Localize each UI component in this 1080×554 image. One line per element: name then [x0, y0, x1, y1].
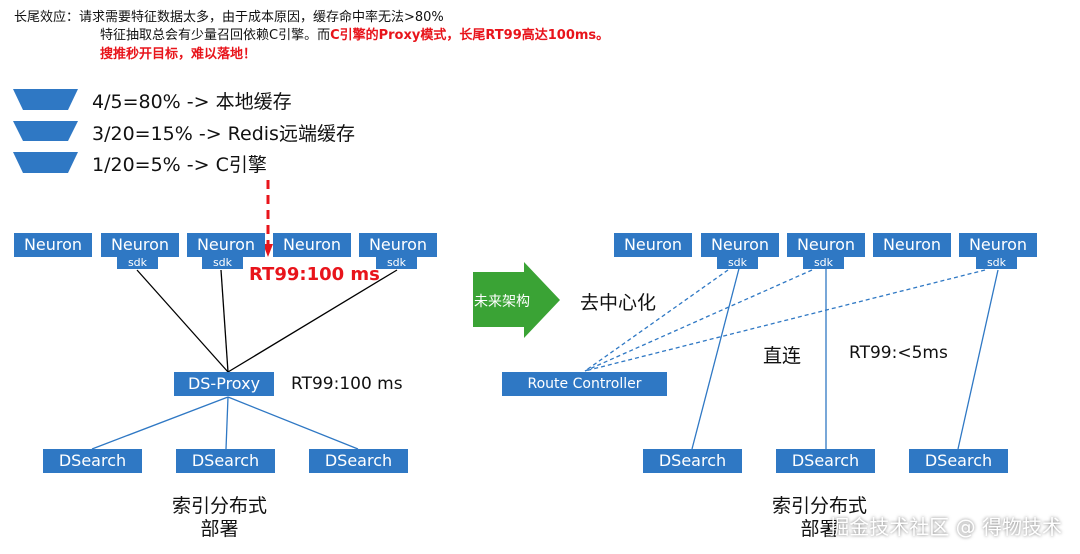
link-sdk2-proxy [220, 269, 229, 373]
left-neuron-2: Neuron [101, 233, 179, 257]
right-dsearch-2: DSearch [776, 449, 875, 473]
route-controller-box: Route Controller [502, 372, 667, 396]
left-dsearch-3: DSearch [309, 449, 408, 473]
right-dsearch-3: DSearch [909, 449, 1008, 473]
left-dsearch-1: DSearch [43, 449, 142, 473]
right-neuron-4: Neuron [873, 233, 951, 257]
dash-sdk3-route [584, 269, 986, 372]
left-sdk-2: sdk [202, 256, 243, 269]
link-proxy-ds1 [91, 396, 229, 450]
red-arrowhead [263, 244, 273, 257]
right-sdk-3: sdk [976, 256, 1017, 269]
future-arrow-shape [473, 262, 560, 338]
header-line-2: 特征抽取总会有少量召回依赖C引擎。而C引擎的Proxy模式，长尾RT99高达10… [100, 27, 609, 45]
link-proxy-ds2 [225, 396, 229, 450]
future-arrow-label: 未来架构 [474, 294, 530, 310]
left-dsearch-2: DSearch [176, 449, 275, 473]
header-line-2-red: C引擎的Proxy模式，长尾RT99高达100ms。 [330, 28, 610, 43]
left-neuron-3: Neuron [187, 233, 265, 257]
right-sdk-1: sdk [717, 256, 758, 269]
header-line-2-prefix: 特征抽取总会有少量召回依赖C引擎。而 [100, 28, 331, 43]
left-neuron-5: Neuron [359, 233, 437, 257]
left-sdk-1: sdk [117, 256, 158, 269]
legend-shape-2 [13, 121, 78, 141]
right-sdk-2: sdk [803, 256, 844, 269]
left-caption: 索引分布式 部署 [172, 495, 268, 540]
watermark: 掘金技术社区 @ 得物技术 [829, 515, 1062, 539]
left-neuron-1: Neuron [14, 233, 92, 257]
right-dsearch-1: DSearch [643, 449, 742, 473]
decentralize-label: 去中心化 [580, 292, 657, 314]
right-rt-label: RT99:<5ms [849, 343, 948, 363]
legend-c-engine: 1/20=5% -> C引擎 [92, 154, 267, 176]
proxy-rt-label: RT99:100 ms [291, 374, 403, 394]
direct-connect-label: 直连 [763, 345, 802, 367]
direct-n5-ds3 [957, 269, 999, 450]
legend-shape-3 [13, 152, 78, 173]
header-line-3: 搜推秒开目标，难以落地！ [100, 47, 257, 62]
link-sdk3-proxy [227, 269, 398, 373]
left-rt-red: RT99:100 ms [249, 264, 380, 285]
right-neuron-3: Neuron [787, 233, 865, 257]
header-line-1: 长尾效应：请求需要特征数据太多，由于成本原因，缓存命中率无法>80% [14, 10, 444, 25]
right-neuron-2: Neuron [701, 233, 779, 257]
legend-shape-1 [13, 89, 78, 110]
right-neuron-5: Neuron [959, 233, 1037, 257]
direct-n2-ds1 [691, 256, 743, 450]
left-neuron-4: Neuron [273, 233, 351, 257]
link-proxy-ds3 [227, 396, 359, 450]
left-sdk-3: sdk [376, 256, 417, 269]
legend-local-cache: 4/5=80% -> 本地缓存 [92, 91, 292, 113]
ds-proxy-box: DS-Proxy [174, 372, 274, 396]
link-sdk1-proxy [136, 269, 229, 373]
right-caption: 索引分布式 部署 [772, 495, 868, 540]
right-neuron-1: Neuron [614, 233, 692, 257]
dash-sdk1-route [584, 269, 729, 372]
legend-redis-cache: 3/20=15% -> Redis远端缓存 [92, 123, 355, 145]
